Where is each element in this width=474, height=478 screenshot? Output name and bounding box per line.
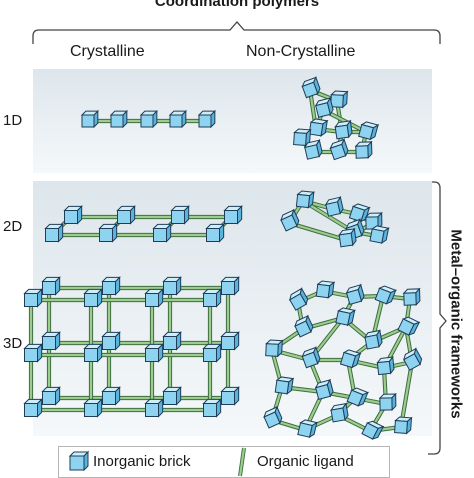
brick-3d-crystalline [41, 386, 61, 406]
brick-1d-noncrystalline [314, 96, 334, 118]
row-label-3d: 3D [3, 335, 23, 352]
brick-1d-noncrystalline [293, 128, 312, 147]
brick-3d-noncrystalline [263, 405, 283, 429]
right-bracket [428, 181, 447, 455]
brick-3d-crystalline [23, 343, 43, 363]
top-bracket [32, 21, 441, 44]
brick-3d-crystalline [23, 398, 43, 418]
brick-3d-noncrystalline [297, 419, 319, 439]
brick-2d-noncrystalline [280, 208, 300, 232]
brick-3d-noncrystalline [345, 283, 365, 306]
brick-3d-crystalline [144, 288, 164, 308]
brick-2d-crystalline [98, 223, 118, 243]
brick-3d-crystalline [83, 343, 103, 363]
brick-3d-noncrystalline [315, 280, 336, 299]
brick-3d-crystalline [41, 276, 61, 296]
side-label-text: Metal–organic frameworks [447, 229, 465, 419]
brick-3d-noncrystalline [402, 287, 421, 307]
brick-3d-noncrystalline [294, 314, 314, 338]
column-header-crystalline: Crystalline [70, 43, 145, 60]
legend-ligand-label: Organic ligand [257, 453, 354, 470]
brick-3d-noncrystalline [301, 346, 321, 369]
brick-2d-crystalline [170, 205, 190, 225]
side-label: Metal–organic frameworks [446, 0, 466, 474]
ligand-2d-noncrystalline [286, 220, 349, 243]
brick-3d-noncrystalline [374, 285, 398, 305]
brick-1d-noncrystalline [358, 121, 380, 141]
legend-ligand-icon [238, 447, 246, 477]
diagram-title: Coordination polymers [154, 0, 320, 10]
brick-3d-noncrystalline [335, 307, 356, 327]
brick-3d-crystalline [162, 386, 182, 406]
brick-2d-noncrystalline [338, 227, 357, 248]
brick-2d-noncrystalline [369, 225, 390, 245]
brick-1d-noncrystalline [301, 76, 321, 99]
brick-1d-noncrystalline [308, 118, 329, 137]
brick-1d-crystalline [139, 109, 159, 129]
brick-3d-noncrystalline [314, 378, 334, 400]
brick-2d-crystalline [152, 223, 172, 243]
brick-1d-crystalline [80, 109, 100, 129]
brick-3d-crystalline [220, 276, 240, 296]
brick-1d-noncrystalline [303, 138, 323, 160]
brick-2d-crystalline [223, 205, 243, 225]
brick-1d-noncrystalline [329, 138, 349, 161]
brick-3d-crystalline [162, 276, 182, 296]
brick-3d-crystalline [162, 331, 182, 351]
brick-3d-crystalline [83, 288, 103, 308]
brick-3d-noncrystalline [397, 316, 421, 336]
brick-3d-noncrystalline [274, 376, 295, 395]
brick-1d-crystalline [168, 109, 188, 129]
brick-2d-crystalline [63, 205, 83, 225]
brick-2d-crystalline [44, 223, 64, 243]
brick-2d-noncrystalline [324, 195, 344, 217]
brick-3d-noncrystalline [403, 347, 423, 371]
brick-3d-crystalline [23, 288, 43, 308]
brick-3d-noncrystalline [378, 392, 397, 412]
brick-3d-noncrystalline [339, 349, 362, 369]
brick-3d-crystalline [202, 343, 222, 363]
brick-2d-noncrystalline [348, 203, 371, 223]
brick-2d-noncrystalline [364, 211, 383, 231]
brick-3d-noncrystalline [363, 329, 383, 350]
brick-1d-crystalline [109, 109, 129, 129]
brick-3d-crystalline [101, 386, 121, 406]
brick-3d-noncrystalline [361, 420, 385, 440]
brick-2d-crystalline [116, 205, 136, 225]
brick-2d-crystalline [205, 223, 225, 243]
brick-3d-crystalline [101, 276, 121, 296]
brick-1d-crystalline [197, 109, 217, 129]
brick-3d-crystalline [83, 398, 103, 418]
brick-3d-crystalline [202, 398, 222, 418]
brick-3d-noncrystalline [376, 355, 395, 376]
brick-3d-noncrystalline [265, 339, 284, 358]
brick-3d-noncrystalline [346, 387, 370, 407]
brick-3d-crystalline [144, 343, 164, 363]
brick-3d-crystalline [202, 288, 222, 308]
brick-3d-noncrystalline [394, 416, 413, 435]
brick-2d-noncrystalline [295, 190, 316, 209]
brick-1d-noncrystalline [330, 90, 349, 109]
ligand-3d-noncrystalline [398, 359, 415, 430]
brick-3d-crystalline [220, 331, 240, 351]
legend-brick-label: Inorganic brick [93, 453, 191, 470]
brick-3d-crystalline [220, 386, 240, 406]
column-header-non-crystalline: Non-Crystalline [246, 43, 356, 60]
row-label-1d: 1D [3, 112, 23, 129]
brick-1d-noncrystalline [334, 119, 353, 140]
row-label-2d: 2D [3, 218, 23, 235]
brick-1d-noncrystalline [354, 140, 373, 160]
brick-3d-noncrystalline [329, 402, 349, 423]
brick-3d-crystalline [144, 398, 164, 418]
brick-3d-noncrystalline [289, 287, 309, 311]
brick-3d-crystalline [41, 331, 61, 351]
brick-3d-crystalline [101, 331, 121, 351]
legend: Inorganic brick Organic ligand [58, 446, 390, 478]
legend-cube-icon [68, 450, 90, 472]
